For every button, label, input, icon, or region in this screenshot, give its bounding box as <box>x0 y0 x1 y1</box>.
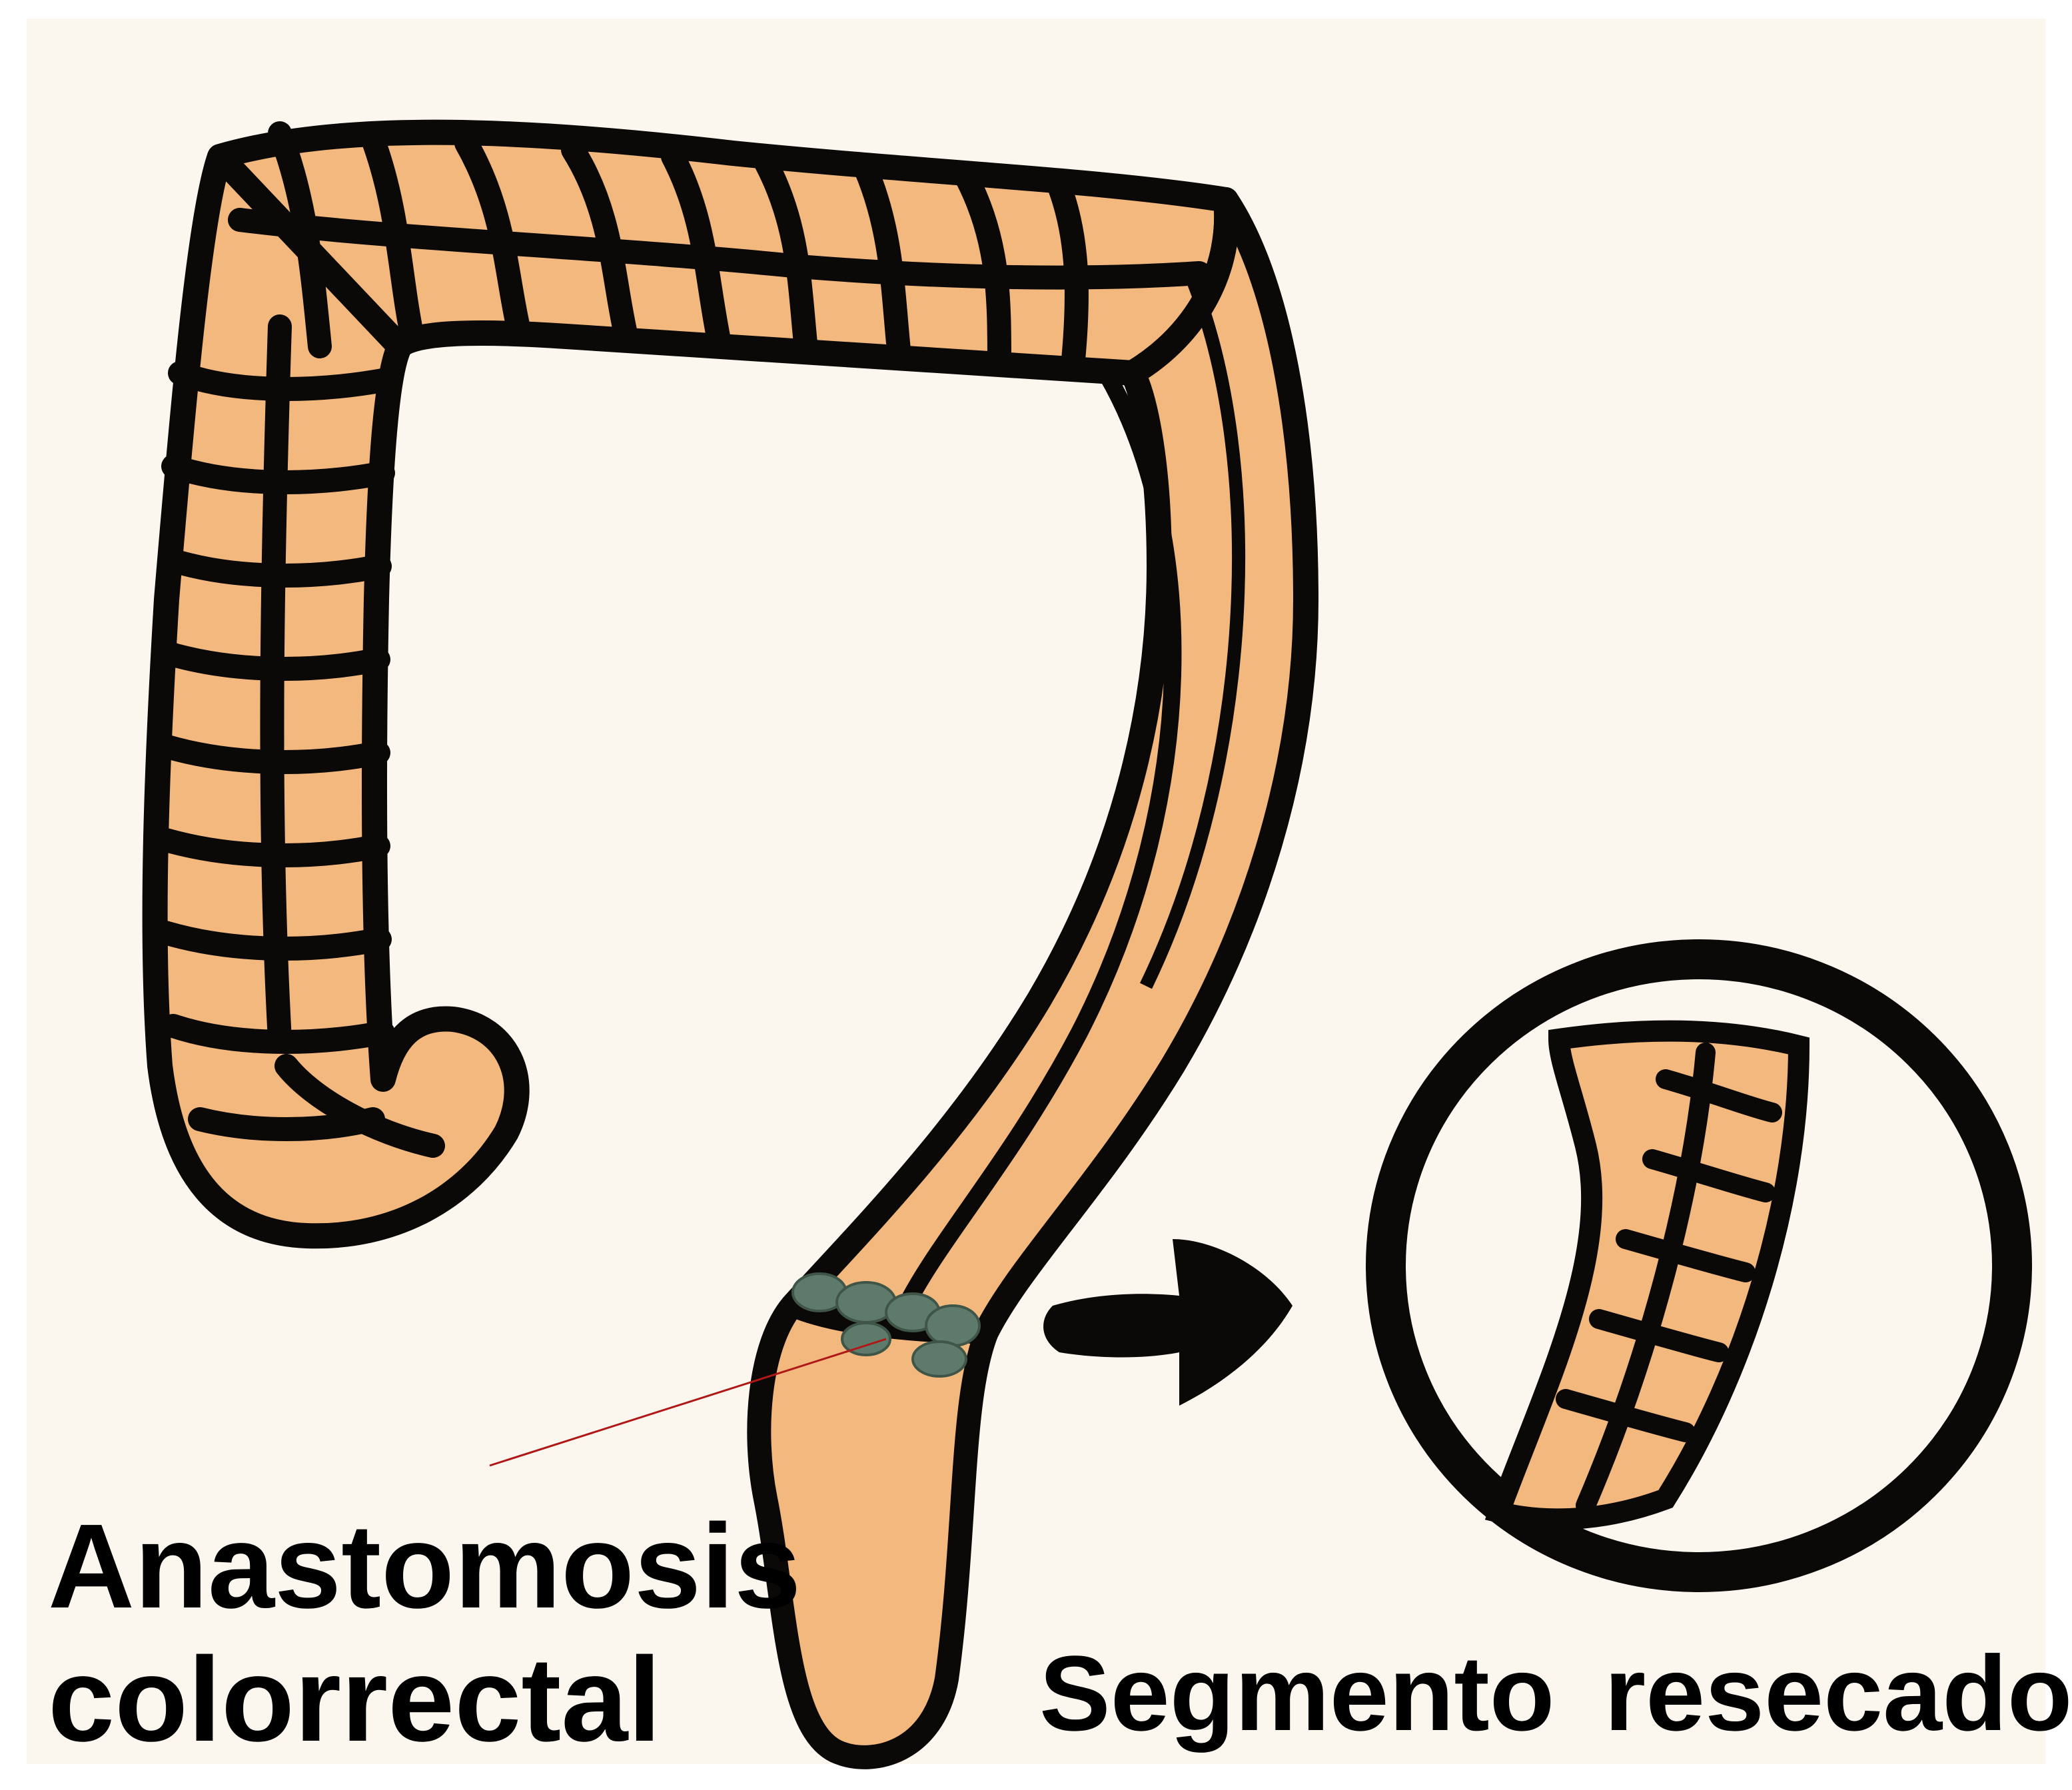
anastomosis-label-line2: colorrectal <box>48 1640 661 1760</box>
resected-segment-label: Segmento resecado <box>1039 1640 2072 1747</box>
anastomosis-label-line1: Anastomosis <box>48 1507 801 1627</box>
